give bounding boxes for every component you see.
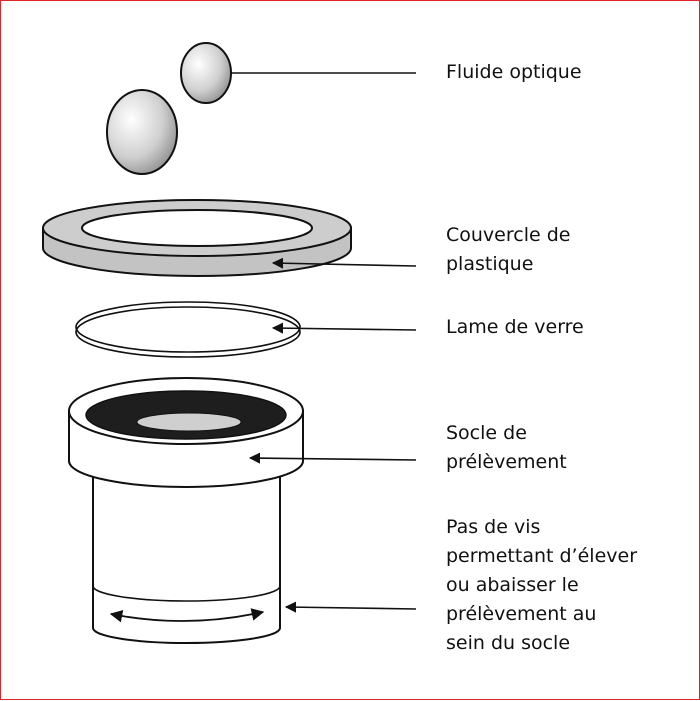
plastic-cover (42, 199, 352, 277)
label-line: prélèvement (446, 451, 567, 473)
leader-lame (271, 322, 417, 334)
label-line: Socle de (446, 422, 527, 444)
droplet-small (180, 42, 232, 104)
label-lame-de-verre: Lame de verre (446, 313, 584, 342)
leader-socle (248, 452, 417, 464)
label-fluide-optique: Fluide optique (446, 58, 582, 87)
leader-lines (230, 72, 417, 613)
droplet-large (106, 89, 178, 175)
label-line: prélèvement au (446, 603, 597, 625)
label-line: Fluide optique (446, 61, 582, 83)
sample-base (68, 377, 304, 644)
label-pas-de-vis: Pas de vis permettant d’élever ou abaiss… (446, 513, 637, 658)
label-line: Lame de verre (446, 316, 584, 338)
leader-pas-de-vis (284, 601, 417, 613)
label-line: permettant d’élever (446, 545, 638, 567)
label-line: sein du socle (446, 632, 571, 654)
label-couvercle: Couvercle de plastique (446, 221, 570, 279)
leader-couvercle (271, 257, 417, 269)
label-line: Couvercle de (446, 224, 571, 246)
label-line: plastique (446, 253, 534, 275)
optical-fluid-droplets (106, 42, 232, 175)
glass-slide (75, 301, 301, 358)
label-line: Pas de vis (446, 516, 541, 538)
label-line: ou abaisser le (446, 574, 579, 596)
label-socle: Socle de prélèvement (446, 419, 567, 477)
